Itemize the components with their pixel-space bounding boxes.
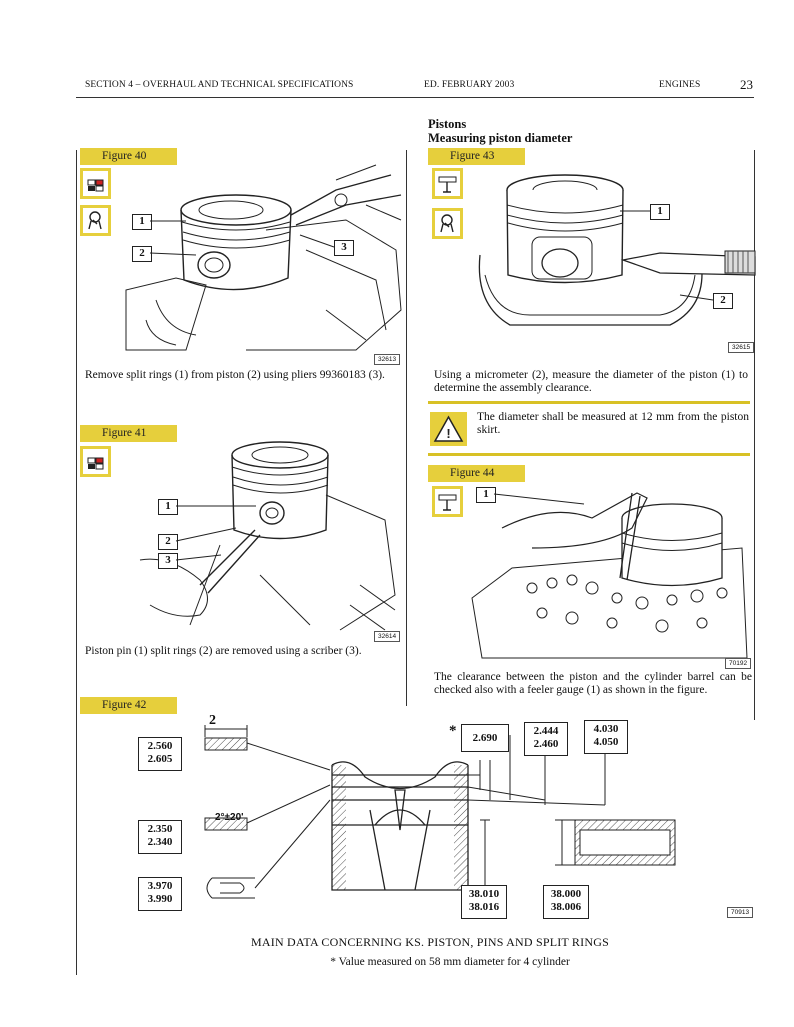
title-line-2: Measuring piston diameter [428,131,573,145]
dim-pin-bore-max: 38.016 [468,901,500,913]
dim-ring-1-max: 2.605 [147,753,173,765]
dim-groove-2: 2.444 2.460 [524,722,568,756]
figure-43-label: Figure 43 [428,148,525,165]
pliers-icon [432,208,463,239]
ring-width-dim: 2 [209,713,216,728]
dim-groove-2-min: 2.444 [533,725,559,737]
fig41-ref: 32614 [374,631,401,642]
column-divider [406,150,407,706]
figure-41-illustration [139,441,396,631]
fig44-ref: 70192 [725,658,752,669]
title-line-1: Pistons [428,117,467,131]
warning-icon: ! [430,412,467,446]
left-margin-rule [76,150,77,975]
header-chapter: ENGINES [659,80,701,90]
fig40-ref: 32613 [374,354,401,365]
dim-pin-bore: 38.010 38.016 [461,885,507,919]
figure-40-illustration [125,164,402,351]
dim-groove-3: 4.030 4.050 [584,720,628,754]
fig40-leader-lines [149,220,335,256]
fig43-text: Using a micrometer (2), measure the diam… [434,369,748,394]
dim-pin-bore-min: 38.010 [468,888,500,900]
dim-ring-1: 2.560 2.605 [138,737,182,771]
dim-groove-3-max: 4.050 [593,736,619,748]
fig43-ref: 32615 [728,342,755,353]
dim-pin-max: 38.006 [550,901,582,913]
micrometer-icon [432,168,463,199]
fig44-callout-1: 1 [476,487,496,503]
warning-text: The diameter shall be measured at 12 mm … [477,411,749,436]
fig41-callout-3: 3 [158,553,178,569]
warning-top-bar [428,401,750,404]
figure-43-illustration [478,174,756,326]
dim-ring-3: 3.970 3.990 [138,877,182,911]
dim-groove-3-min: 4.030 [593,723,619,735]
dim-ring-2: 2.350 2.340 [138,820,182,854]
fig41-callout-2: 2 [158,534,178,550]
figure-44-illustration [471,492,748,659]
header-rule [76,97,754,98]
fig43-callout-2: 2 [713,293,733,309]
figure-41-label: Figure 41 [80,425,177,442]
right-margin-rule [754,150,755,720]
dim-pin-min: 38.000 [550,888,582,900]
dim-groove-2-max: 2.460 [533,738,559,750]
figure-44-label: Figure 44 [428,465,525,482]
pliers-icon [80,205,111,236]
warning-bottom-bar [428,453,750,456]
page-number: 23 [740,77,753,92]
fig44-leader-line [493,493,585,505]
dim-ring-2-a: 2.350 [147,823,173,835]
fig40-callout-1: 1 [132,214,152,230]
dim-ring-2-b: 2.340 [147,836,173,848]
fig44-text: The clearance between the piston and the… [434,671,752,696]
fig40-text: Remove split rings (1) from piston (2) u… [85,369,385,381]
fig43-callout-1: 1 [650,204,670,220]
header-section: SECTION 4 – OVERHAUL AND TECHNICAL SPECI… [85,80,354,90]
dim-ring-1-min: 2.560 [147,740,173,752]
fig41-callout-1: 1 [158,499,178,515]
dim-ring-3-min: 3.970 [147,880,173,892]
asterisk-mark: * [449,723,457,739]
figure-42-label: Figure 42 [80,697,177,714]
fig42-caption: MAIN DATA CONCERNING KS. PISTON, PINS AN… [251,935,609,949]
fig41-text: Piston pin (1) split rings (2) are remov… [85,645,362,657]
disassembly-icon [80,168,111,199]
svg-text:!: ! [446,426,450,441]
section-title: Pistons Measuring piston diameter [428,117,572,145]
dim-ring-3-max: 3.990 [147,893,173,905]
figure-40-label: Figure 40 [80,148,177,165]
ring-angle-dim: 2°±20' [215,812,244,823]
feeler-gauge-icon [432,486,463,517]
fig42-note: * Value measured on 58 mm diameter for 4… [330,956,570,968]
dim-groove-star: 2.690 [461,724,509,752]
fig41-leader-lines [175,505,256,561]
header-edition: ED. FEBRUARY 2003 [424,80,515,90]
disassembly-icon [80,446,111,477]
fig40-callout-3: 3 [334,240,354,256]
fig42-ref: 70913 [727,907,754,918]
fig40-callout-2: 2 [132,246,152,262]
fig43-leader-lines [620,210,714,301]
dim-pin: 38.000 38.006 [543,885,589,919]
